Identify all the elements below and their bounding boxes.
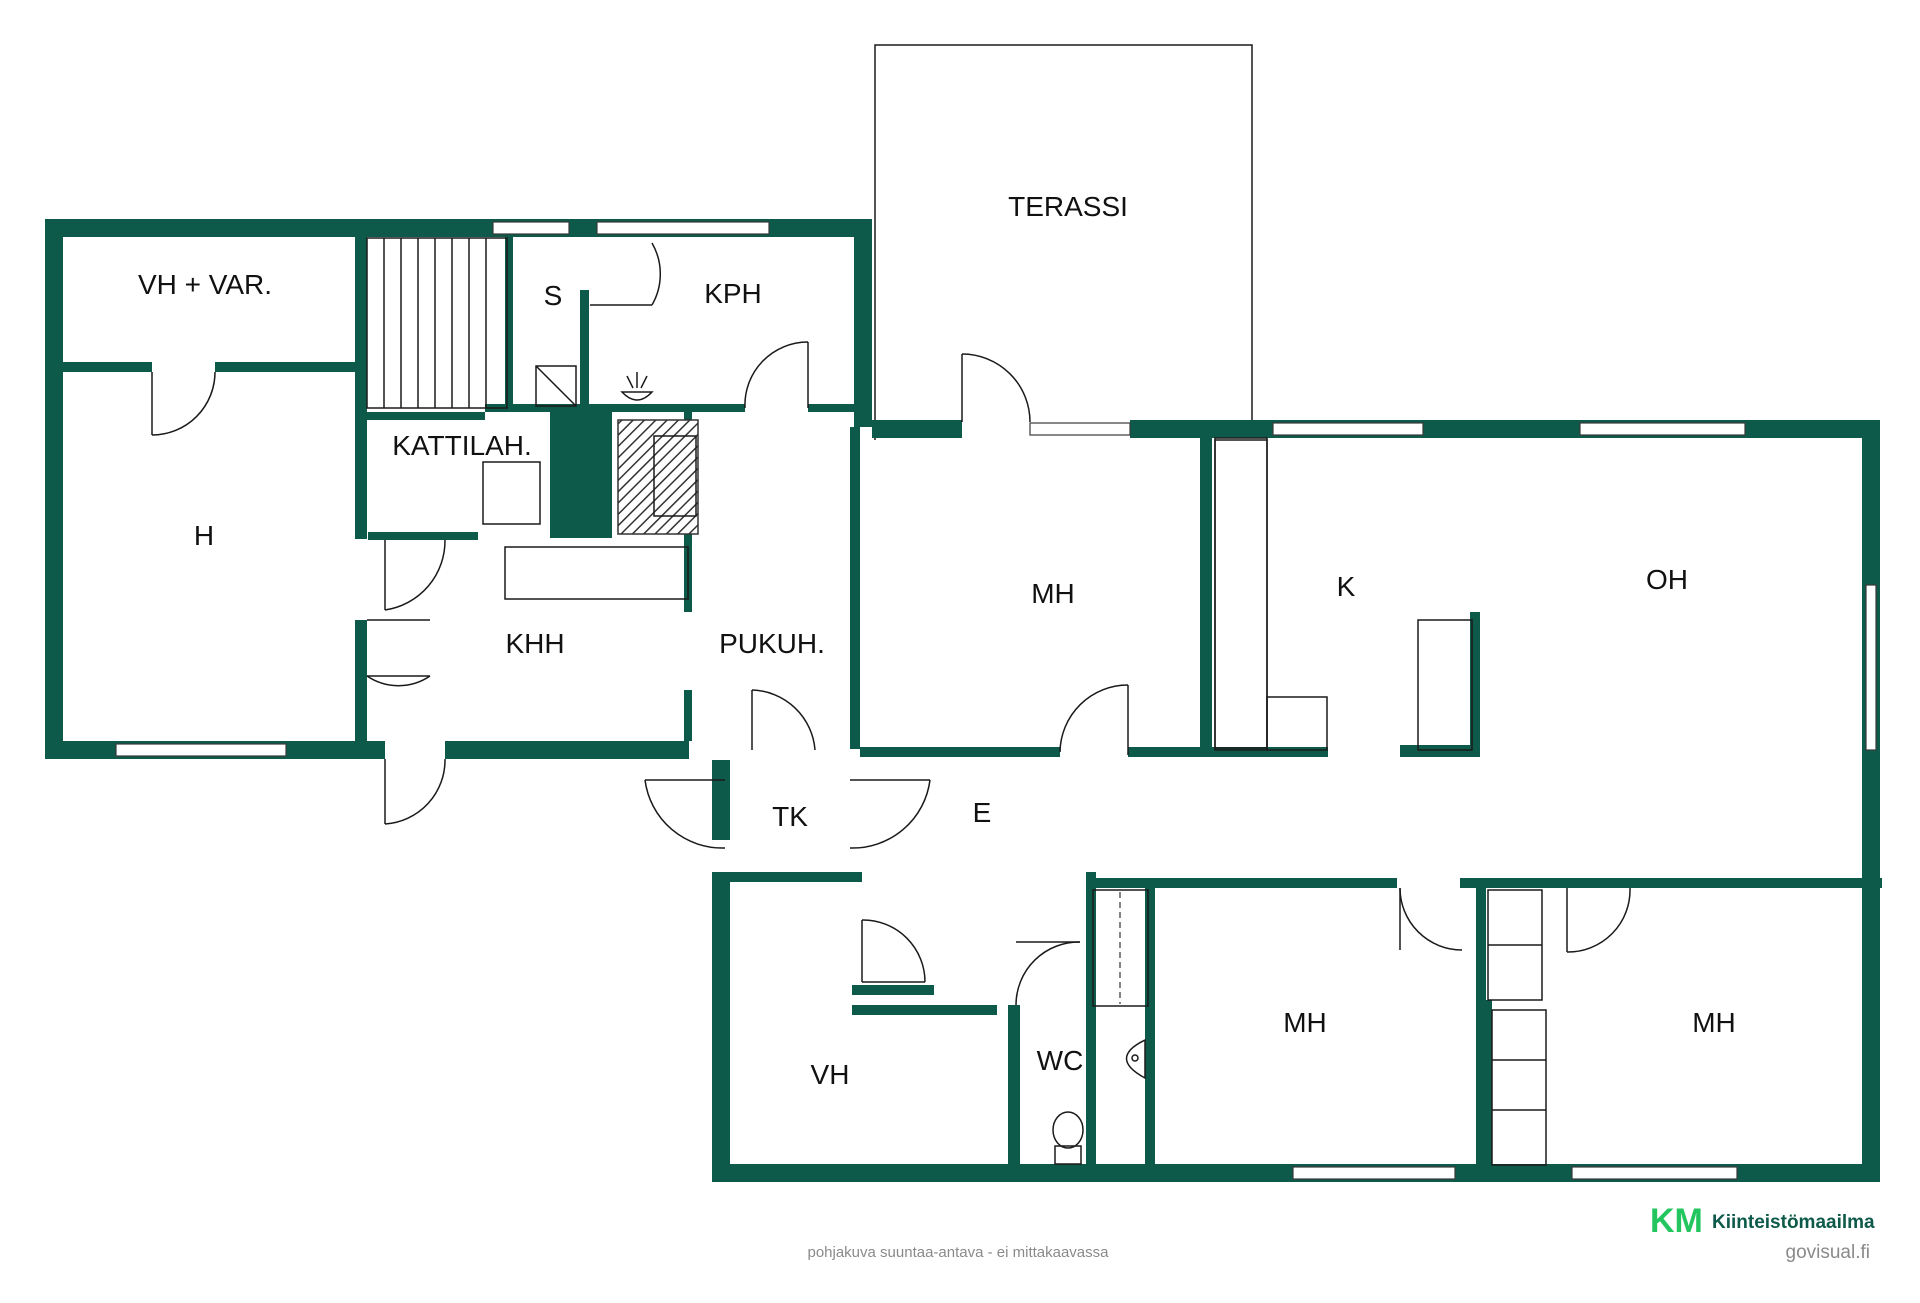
room-label-terassi: TERASSI: [1008, 191, 1128, 222]
room-label-kph: KPH: [704, 278, 762, 309]
room-labels: TERASSI VH + VAR. S KPH KATTILAH. H KHH …: [138, 191, 1736, 1090]
kitchen-corner-unit: [1266, 696, 1328, 751]
room-label-pukuh: PUKUH.: [719, 628, 825, 659]
footer-credit: govisual.fi: [1786, 1242, 1871, 1263]
room-label-oh: OH: [1646, 564, 1688, 595]
room-label-mh-3: MH: [1692, 1007, 1736, 1038]
room-label-tk: TK: [772, 801, 808, 832]
room-label-s: S: [544, 280, 563, 311]
room-label-vh: VH: [811, 1059, 850, 1090]
room-label-e: E: [973, 797, 992, 828]
walls: [45, 219, 1882, 1182]
boiler: [482, 461, 541, 525]
closet-unit-2: [1491, 1009, 1547, 1166]
windows: [115, 221, 1877, 1180]
fixtures: [482, 365, 1547, 1166]
stove-hatch: [617, 419, 699, 535]
room-label-vh-var: VH + VAR.: [138, 269, 272, 300]
room-label-h: H: [194, 520, 214, 551]
kitchen-counter: [1214, 439, 1268, 751]
room-label-khh: KHH: [505, 628, 564, 659]
brand-name: Kiinteistömaailma: [1712, 1212, 1875, 1233]
kitchen-island: [1417, 619, 1473, 751]
room-label-k: K: [1337, 571, 1356, 602]
shower-tray: [535, 365, 577, 407]
terrace-outline: [874, 44, 1253, 440]
brand-logo: KM Kiinteistömaailma: [1650, 1202, 1875, 1240]
room-label-wc: WC: [1037, 1045, 1084, 1076]
room-label-kattilah: KATTILAH.: [392, 430, 532, 461]
wc-closet: [1092, 889, 1149, 1007]
footer-disclaimer: pohjakuva suuntaa-antava - ei mittakaava…: [807, 1244, 1109, 1261]
stairs: [366, 237, 508, 409]
toilet-icon: [1052, 1111, 1084, 1149]
wc-sink-icon: [1125, 1038, 1146, 1080]
brand-logo-mark: KM: [1650, 1202, 1703, 1240]
room-label-mh-2: MH: [1283, 1007, 1327, 1038]
doors: [151, 242, 1631, 1006]
sink-icon: [620, 391, 654, 401]
room-label-mh-1: MH: [1031, 578, 1075, 609]
utility-counter: [504, 546, 689, 600]
